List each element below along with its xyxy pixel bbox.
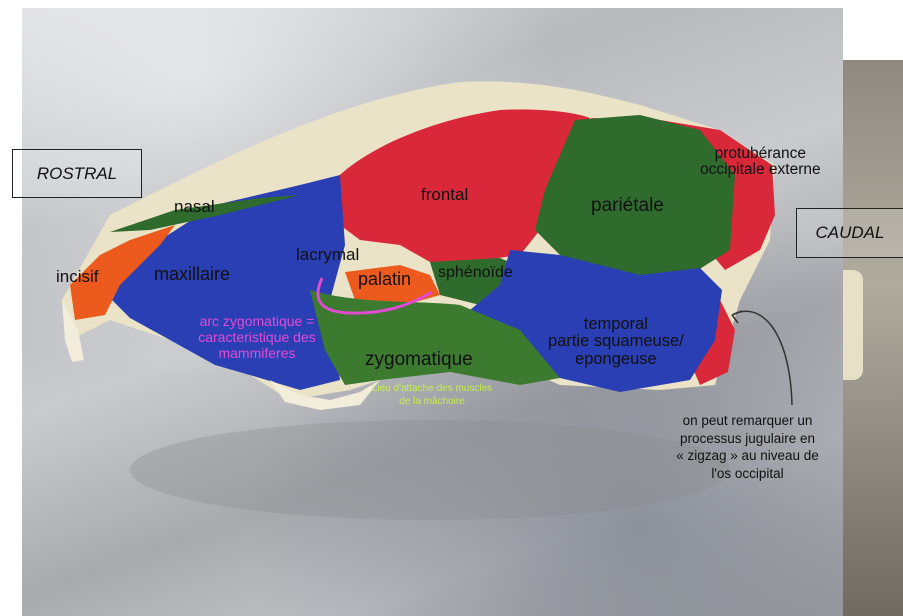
nasal-bone [110, 195, 300, 232]
jugular-process-note: on peut remarquer un processus jugulaire… [660, 412, 835, 482]
arc-zygomatique-note: arc zygomatique = caracteristique des ma… [182, 313, 332, 361]
pointer-arrow-icon [731, 310, 743, 324]
incisive-bone [70, 225, 175, 320]
parietale-label: pariétale [591, 195, 664, 216]
palatin-label: palatin [358, 269, 412, 289]
jugulaire-line-2: processus jugulaire en [679, 430, 816, 446]
temporal-line-1: temporal [583, 315, 648, 333]
rostral-box: ROSTRAL [12, 149, 142, 198]
incisif-label: incisif [56, 267, 99, 286]
skull-shadow [130, 420, 730, 520]
temporal-label: temporal partie squameuse/ epongeuse [548, 315, 684, 368]
caudal-label: CAUDAL [815, 223, 885, 242]
attache-line-2: de la mâchoire [399, 395, 465, 407]
temporal-line-2: partie squameuse/ [548, 332, 684, 351]
nasal-label: nasal [174, 197, 215, 216]
arc-line-2: caracteristique des [198, 329, 316, 346]
temporal-line-3: epongeuse [575, 349, 657, 368]
incisor-tooth [62, 300, 84, 362]
maxillaire-label: maxillaire [154, 264, 231, 284]
jugulaire-line-1: on peut remarquer un [682, 413, 813, 428]
jugular-pointer-line [731, 310, 793, 406]
molar-teeth [270, 380, 380, 410]
protuberance-line-2: occipitale externe [700, 161, 821, 179]
palatine-bone [345, 265, 440, 305]
rostral-label: ROSTRAL [36, 163, 118, 183]
frontal-label: frontal [421, 185, 469, 204]
attache-line-1: Lieu d'attache des muscles [371, 383, 493, 394]
lacrymal-label: lacrymal [296, 245, 360, 264]
parietal-bone [535, 115, 735, 278]
muscle-attachment-note: Lieu d'attache des muscles de la mâchoir… [362, 383, 502, 408]
zygomatic-bone [310, 290, 560, 385]
jugulaire-line-4: l'os occipital [711, 465, 784, 481]
protuberance-line-1: protubérance [714, 145, 806, 162]
sphenoide-label: sphénoïde [438, 264, 513, 281]
zygomatic-arc-line [316, 277, 433, 315]
protuberance-label: protubérance occipitale externe [700, 145, 821, 179]
zygomatique-label: zygomatique [365, 349, 473, 370]
arc-line-3: mammiferes [218, 345, 296, 362]
jugulaire-line-3: « zigzag » au niveau de [676, 448, 819, 464]
arc-line-1: arc zygomatique = [199, 313, 315, 329]
photo-edge-strip [843, 60, 903, 616]
bone-fragment [843, 270, 863, 380]
caudal-box: CAUDAL [796, 208, 903, 258]
maxillary-bone [110, 175, 345, 390]
frontal-bone [330, 109, 590, 263]
